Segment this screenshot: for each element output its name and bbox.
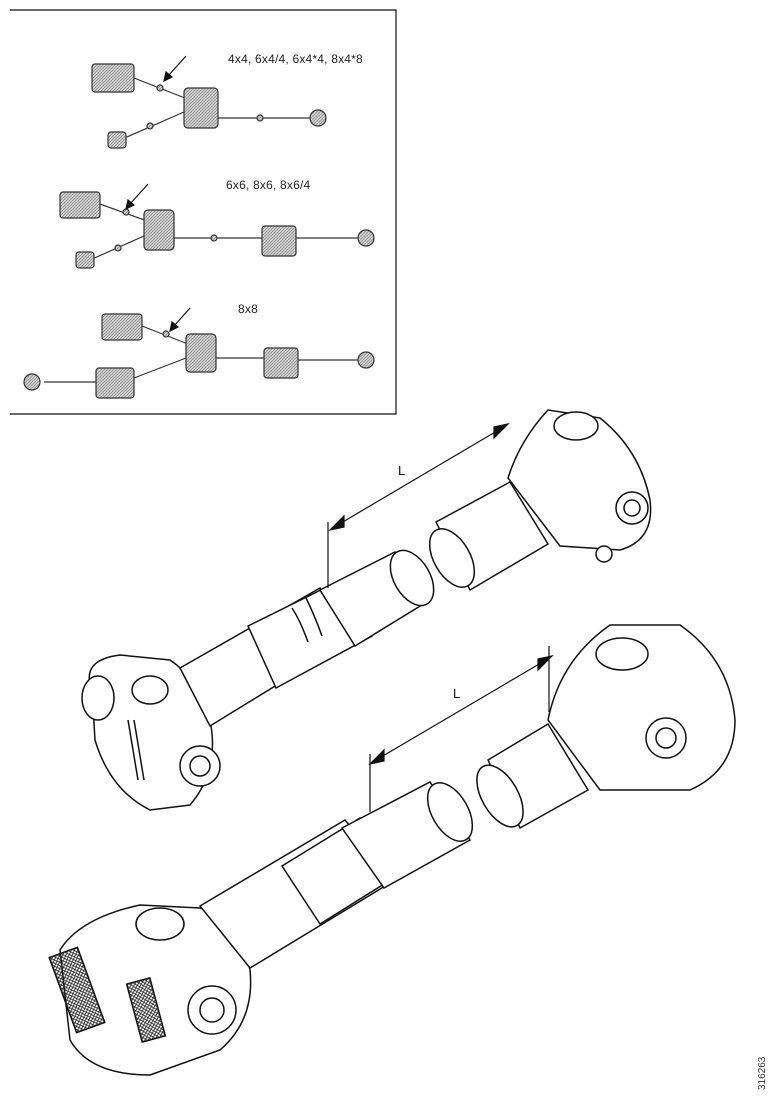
inset-arrow-1 [163, 55, 187, 83]
lower-dimension [368, 646, 554, 812]
config-label-1: 4x4, 6x4/4, 6x4*4, 8x4*8 [228, 52, 363, 66]
inset-arrow-2 [125, 183, 149, 211]
dimension-label-upper: L [398, 463, 406, 478]
config-label-2: 6x6, 8x6, 8x6/4 [226, 178, 311, 192]
inset-frame [10, 9, 397, 415]
figure-code: 316263 [757, 1056, 768, 1090]
driveline-config-3 [23, 313, 375, 399]
dimension-label-lower: L [453, 686, 461, 701]
inset-arrow-3 [169, 307, 191, 333]
lower-driveshaft [48, 624, 736, 1076]
driveline-config-1 [91, 63, 327, 149]
upper-driveshaft [81, 409, 652, 811]
config-label-3: 8x8 [238, 302, 258, 316]
upper-dimension [327, 422, 510, 588]
driveline-config-2 [59, 191, 375, 269]
